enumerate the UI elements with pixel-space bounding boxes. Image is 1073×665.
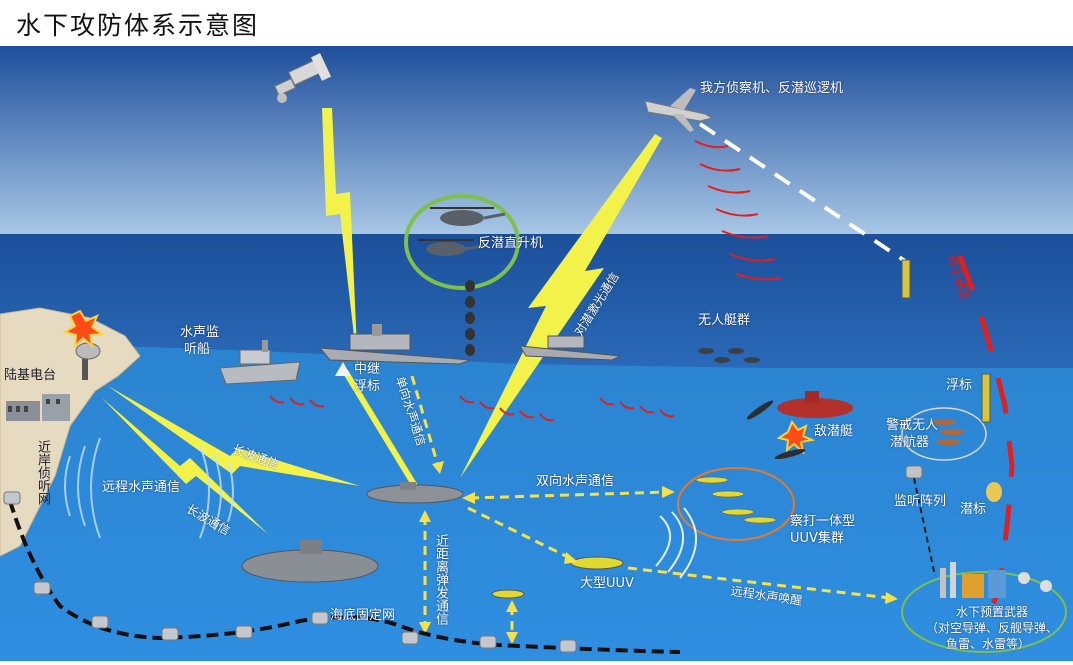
label-usv-group: 无人艇群 [698,313,751,328]
relay-buoy-beam [342,369,421,493]
label-coastal-net: 近岸侦听网 [35,440,50,505]
listening-array-icon [905,465,923,479]
label-weapons-1: 水下预置武器 [956,605,1029,619]
page-title: 水下攻防体系示意图 [16,11,260,40]
arrow-heads [419,461,898,644]
diagram-canvas [0,46,1073,661]
patrol-aircraft-icon [644,88,714,132]
uuv-sonar-arcs [655,507,697,579]
uuv-swarm-circle [677,467,795,541]
submarine-sonar-arcs [199,445,234,539]
label-uuv-swarm-2: UUV集群 [790,531,844,546]
usv-group-icon [698,348,760,363]
helicopter-highlight-circle [404,194,520,290]
label-large-uuv: 大型UUV [580,576,634,591]
torpedo-icons [746,400,806,460]
seabed-cable [8,500,681,654]
label-short-launch: 近距离弹发通信 [433,534,448,625]
explosion-icon [62,309,105,349]
label-land-station: 陆基电台 [4,368,57,383]
aircraft-radar-arcs [694,140,783,281]
sky-background [0,46,1073,236]
preset-weapons-circle [901,571,1067,653]
alert-uuv-icons [932,419,964,445]
underwater-area [0,346,1073,661]
longwave-lightning-1 [108,386,360,486]
submarine-lower-left-icon [241,540,379,583]
laser-comm-lightning [460,134,662,478]
label-seabed-net: 海底固定网 [330,608,396,623]
seabed-node-barrels [3,491,577,653]
label-recon-aircraft: 我方侦察机、反潜巡逻机 [700,81,844,96]
enemy-submarine-icon [777,391,853,418]
label-weapons-3: 鱼雷、水雷等） [946,637,1031,651]
diagram-scene [0,46,1073,661]
label-remote-acoustic: 远程水声通信 [102,480,181,495]
small-uuv-icon [491,589,525,599]
label-twoway-acoustic: 双向水声通信 [536,474,615,489]
sonar-ship-icon [219,340,301,385]
label-relay-buoy-1: 中继 [354,362,381,377]
preset-weapons-icon [940,562,1052,598]
helicopter-icon [418,207,506,256]
label-alert-uuv-2: 潜航器 [890,435,930,450]
label-sonar-ship-2: 听船 [184,342,211,357]
satellite-link-lightning [322,108,358,371]
dipping-sonar-chain [465,280,475,356]
label-weapons-2: （对空导弹、反舰导弹、 [926,621,1059,635]
destroyer-icon [318,324,471,365]
label-buoy: 浮标 [946,378,973,393]
land-sonar-arcs [64,437,101,539]
own-submarine-icon [366,482,464,504]
alert-uuv-circle [901,407,987,461]
large-uuv-icon [570,556,624,570]
longwave-lightning-2 [102,398,268,534]
floating-buoy-icon-2 [981,373,991,423]
land-station-icon [6,394,70,421]
label-enemy-sub: 敌潜艇 [814,424,854,439]
floating-buoy-icon-1 [901,259,911,299]
ship-sonar-arcs [269,395,675,422]
label-relay-buoy-2: 浮标 [354,379,381,394]
label-sonar-ship-1: 水声监 [180,325,220,340]
relay-buoy-icon [335,362,351,376]
uuv-swarm-icons [695,476,777,524]
label-alert-uuv-1: 警戒无人 [886,418,939,433]
satellite-icon [274,53,332,103]
label-uuv-swarm-1: 察打一体型 [790,514,856,529]
coastal-land [0,307,141,557]
frigate-icon [519,335,622,361]
aircraft-dashed-link [698,122,907,263]
sub-buoy-icon [986,482,1002,502]
listening-array-cable [913,477,936,577]
label-sub-buoy: 潜标 [960,502,987,517]
label-asw-helicopter: 反潜直升机 [478,236,544,251]
label-listen-array: 监听阵列 [894,494,947,509]
